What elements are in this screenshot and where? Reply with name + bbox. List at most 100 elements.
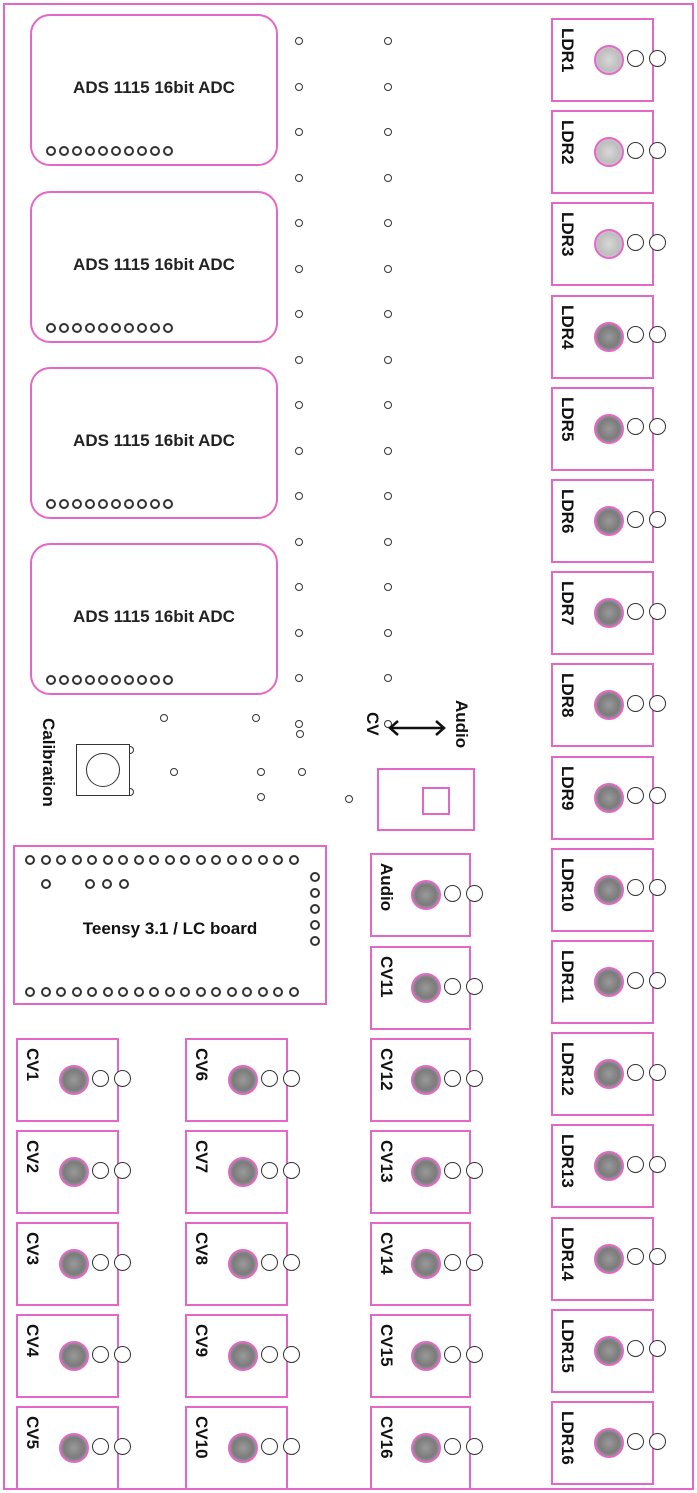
jack-label: LDR6	[558, 489, 577, 534]
solder-pad	[466, 1437, 483, 1455]
jack-label: LDR10	[558, 857, 577, 912]
switch-audio-label: Audio	[452, 700, 471, 749]
jack-label: LDR8	[558, 673, 577, 718]
solder-pad	[114, 1253, 131, 1271]
jack-label: CV15	[377, 1324, 396, 1367]
teensy-side-pins	[310, 872, 320, 946]
teensy-label: Teensy 3.1 / LC board	[82, 919, 258, 938]
solder-pad	[649, 326, 666, 344]
via-hole	[345, 795, 353, 803]
jack-label: CV11	[377, 956, 396, 998]
solder-pad	[92, 1069, 109, 1087]
solder-pad	[627, 694, 644, 712]
jack-module: LDR9	[551, 755, 654, 840]
adc-label: ADS 1115 16bit ADC	[73, 78, 235, 97]
jack-label: LDR11	[558, 950, 577, 1003]
calibration-label: Calibration	[39, 718, 58, 807]
via-hole	[252, 714, 260, 722]
jack-socket	[594, 1428, 624, 1458]
via-hole	[295, 37, 303, 45]
jack-label: LDR2	[558, 120, 577, 165]
jack-socket	[411, 880, 441, 910]
switch-cv-label: CV	[363, 712, 382, 736]
jack-module: CV3	[16, 1222, 119, 1306]
solder-pad	[627, 787, 644, 805]
jack-socket	[594, 506, 624, 536]
via-hole	[384, 583, 392, 591]
jack-socket	[594, 1335, 624, 1366]
jack-label: CV9	[192, 1324, 211, 1358]
solder-pad	[283, 1253, 300, 1271]
solder-pad	[627, 1340, 644, 1358]
teensy-top-pins	[25, 855, 299, 865]
teensy-board: Teensy 3.1 / LC board	[13, 845, 327, 1005]
via-hole	[384, 173, 392, 182]
solder-pad	[466, 1345, 483, 1363]
jack-module: CV4	[16, 1314, 119, 1398]
solder-pad	[466, 977, 483, 995]
solder-pad	[649, 602, 666, 620]
jack-label: CV3	[23, 1232, 42, 1266]
jack-socket	[594, 1151, 624, 1182]
via-hole	[384, 719, 392, 728]
solder-pad	[649, 233, 666, 251]
teensy-extra-pins	[41, 879, 129, 889]
solder-pad	[649, 971, 666, 989]
double-arrow-icon	[386, 718, 448, 743]
via-hole	[384, 128, 392, 136]
jack-module: CV13	[370, 1130, 471, 1214]
via-hole	[384, 537, 392, 546]
jack-socket	[228, 1341, 258, 1371]
solder-pad	[261, 1161, 278, 1179]
solder-pad	[627, 233, 644, 251]
jack-socket	[411, 1065, 441, 1095]
jack-label: LDR15	[558, 1318, 577, 1373]
via-hole	[295, 128, 303, 136]
adc-pin-row	[46, 323, 173, 333]
via-hole	[257, 793, 265, 801]
via-hole	[295, 82, 303, 91]
via-hole	[295, 310, 303, 318]
jack-label: CV16	[377, 1416, 396, 1459]
jack-socket	[411, 1157, 441, 1187]
jack-label: LDR4	[558, 304, 577, 349]
solder-pad	[444, 1345, 461, 1363]
jack-label: CV2	[23, 1140, 42, 1174]
via-hole	[295, 219, 303, 227]
solder-pad	[444, 1253, 461, 1271]
solder-pad	[283, 1161, 300, 1179]
solder-pad	[466, 884, 483, 902]
solder-pad	[649, 1248, 666, 1266]
solder-pad	[627, 49, 644, 67]
jack-label: LDR14	[558, 1226, 577, 1281]
solder-pad	[649, 1155, 666, 1173]
button-cap	[86, 753, 120, 787]
solder-pad	[649, 1340, 666, 1358]
adc-pin-row	[46, 675, 173, 685]
jack-label: CV8	[192, 1232, 211, 1266]
solder-pad	[444, 1069, 461, 1087]
via-hole	[295, 719, 303, 728]
jack-socket	[594, 874, 624, 905]
solder-pad	[283, 1345, 300, 1363]
via-hole	[384, 82, 392, 91]
adc-label: ADS 1115 16bit ADC	[73, 431, 235, 450]
jack-label: LDR9	[558, 765, 577, 810]
solder-pad	[444, 1437, 461, 1455]
jack-label: CV13	[377, 1140, 396, 1183]
jack-socket	[594, 1243, 624, 1274]
via-hole	[384, 310, 392, 318]
jack-module: LDR4	[551, 294, 654, 379]
jack-socket	[594, 690, 624, 721]
via-hole	[295, 264, 303, 273]
solder-pad	[92, 1161, 109, 1179]
solder-pad	[627, 1432, 644, 1450]
solder-pad	[261, 1437, 278, 1455]
via-hole	[384, 492, 392, 500]
jack-socket	[594, 1059, 624, 1090]
solder-pad	[649, 879, 666, 897]
solder-pad	[627, 141, 644, 159]
solder-pad	[114, 1161, 131, 1179]
via-hole	[384, 446, 392, 455]
jack-label: Audio	[377, 863, 396, 912]
